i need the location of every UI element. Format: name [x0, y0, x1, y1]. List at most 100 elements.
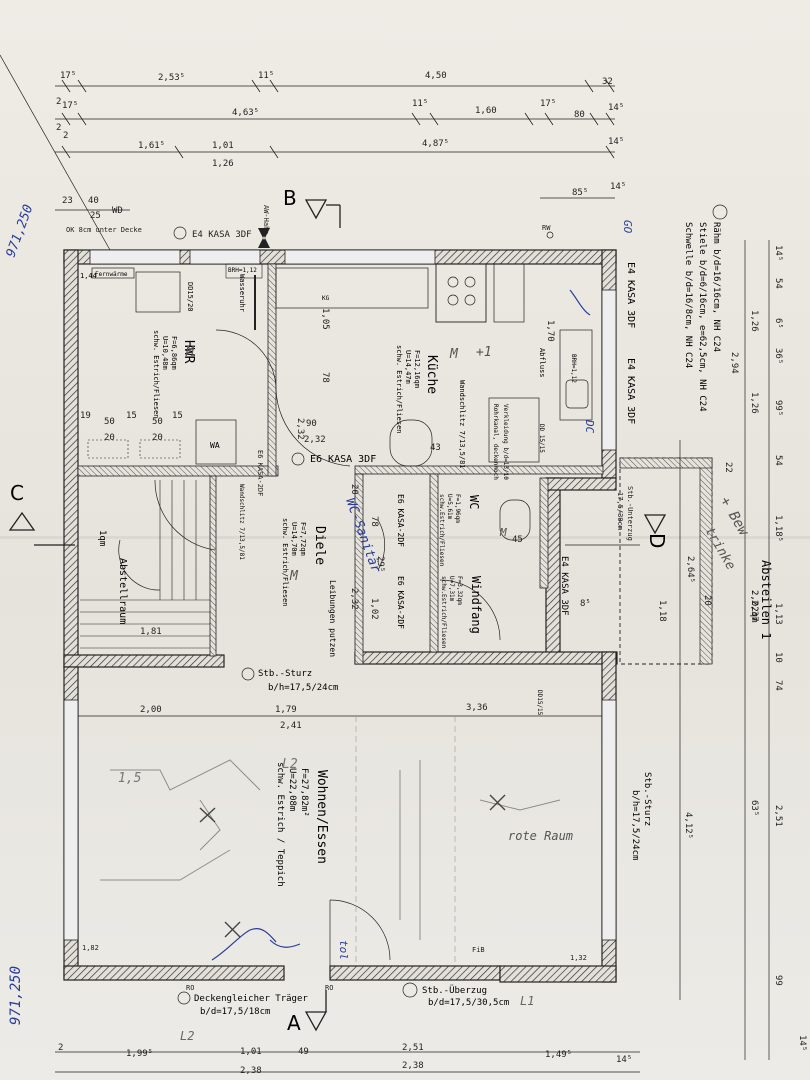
- pencil-note: rote Raum: [508, 829, 573, 843]
- section-marker-b: B AW-Hahn: [258, 186, 341, 248]
- pencil-note: M: [289, 569, 299, 584]
- bottom-structural-notes: Deckengleicher Träger b/d=17,5/18cm Stb.…: [177, 667, 509, 1017]
- dd-label: DD15/20: [186, 282, 194, 312]
- dim-label: 14⁵: [608, 137, 624, 147]
- dim-label: 4,50: [425, 71, 447, 81]
- pencil-note: M: [449, 347, 459, 362]
- room-area: F=27,82m²: [299, 768, 309, 817]
- dim-label: 43: [430, 443, 441, 453]
- room-windfang: Windfang F=3,32qm U=7,31m schw.Estrich/F…: [396, 576, 591, 716]
- abstellen-area: 2,02qm: [749, 590, 759, 623]
- dim-label: 1,02: [369, 598, 379, 620]
- dim-label: 2: [56, 123, 61, 133]
- dim-label: 1,01: [240, 1047, 262, 1057]
- note-e30: Stb.-Überzug: [422, 985, 487, 996]
- dim-label: 49: [298, 1047, 309, 1057]
- room-hwr-fixtures: Fernwärme BRH=1,12 DD15/20 Wasseruhr WA …: [80, 263, 263, 465]
- dim-label: 2: [58, 1043, 63, 1053]
- dim-label: 2,51: [773, 805, 783, 827]
- note-kasa-r1: E4 KASA 3DF: [625, 262, 636, 328]
- dim-label: 20: [349, 484, 359, 495]
- room-floor: schw.Estrich/Fliesen: [438, 494, 445, 567]
- abstellen-label: Absteilen 1: [759, 560, 773, 639]
- note-e4-bottom-b: b/d=17,5/18cm: [200, 1007, 270, 1017]
- dim-label: WD: [112, 206, 123, 216]
- dim-label: 54: [773, 455, 783, 466]
- dim-label: 2,32: [295, 418, 305, 440]
- bottom-dimension-labels: 2 1,99⁵ 1,01 49 2,51 1,49⁵ 14⁵ 2,38 2,38: [58, 1043, 632, 1076]
- dim-label: 1,18: [657, 600, 667, 622]
- wandschlitz-label: Wandschlitz 7/13,5/81: [458, 380, 466, 469]
- room-wc: WC F=1,96qm U=5,61m schw.Estrich/Fliesen…: [396, 494, 531, 567]
- dim-label: 1,05: [320, 308, 330, 330]
- room-name: Küche: [424, 355, 439, 394]
- note-ro2: RO: [325, 984, 333, 992]
- dim-label: 29⁵: [375, 556, 385, 572]
- note-e7c: Schwelle b/d=16/8cm, NH C24: [683, 222, 693, 368]
- room-name: Diele: [312, 526, 327, 565]
- room-name: HWR: [181, 340, 196, 364]
- dim-label: 1,99⁵: [126, 1049, 153, 1059]
- note-ok: OK 8cm unter Decke: [66, 226, 142, 234]
- note-kasa-windfang: E4 KASA 3DF: [559, 556, 569, 616]
- dim-label: 14⁵: [797, 1035, 807, 1051]
- note-e3-sturz-b: b/h=17,5/24cm: [268, 683, 338, 693]
- abfluss-label: Abfluss: [538, 348, 546, 378]
- note-rw: RW: [542, 224, 551, 232]
- dim-label: 2,00: [140, 705, 162, 715]
- dim-label: 11⁵: [258, 71, 274, 81]
- ink-note: 971,250: [8, 966, 24, 1025]
- pencil-note: + Bew: [717, 494, 752, 539]
- room-perimeter: U=14,70m: [290, 522, 298, 556]
- section-marker-c: C: [8, 481, 75, 546]
- leibungen-label: Leibungen putzen: [328, 580, 337, 657]
- pencil-note: L1: [520, 994, 534, 1008]
- note-kasa-r2: E4 KASA 3DF: [625, 358, 636, 424]
- room-floor: schw. Estrich/Fliesen: [152, 330, 160, 419]
- pencil-note: +1: [476, 345, 492, 360]
- dim-label: 78: [369, 516, 379, 527]
- dim-label: 1,81: [140, 627, 162, 637]
- room-perimeter: U=10,48m: [161, 336, 169, 370]
- note-kasa-e6a: E6 KASA-2DF: [256, 450, 264, 496]
- wandschlitz2-label: Wandschlitz 7/13,5/81: [238, 484, 245, 560]
- dim-label: 14⁵: [773, 245, 783, 261]
- dim-label: 2: [63, 131, 68, 141]
- dim-label: 1,32: [570, 954, 587, 962]
- dim-label: 1,44: [80, 272, 97, 280]
- note-kasa-e6: E6 KASA 3DF: [310, 454, 376, 465]
- note-e30b: b/d=17,5/30,5cm: [428, 998, 509, 1008]
- dim-label: 8⁵: [580, 599, 591, 609]
- note-kasa-windfang-2df: E6 KASA-2DF: [396, 576, 405, 629]
- dim-label: 1,82: [82, 944, 99, 952]
- dim-label: 4,12⁵: [683, 812, 693, 839]
- verkleidung-label: Verkleidung b/d=13/10: [502, 404, 509, 480]
- dim-label: 2,51: [402, 1043, 424, 1053]
- room-name: Wohnen/Essen: [314, 770, 329, 864]
- room-hwr-labels: HWR F=6,86qm U=10,48m schw. Estrich/Flie…: [80, 330, 264, 496]
- note-sturz-rb: b/h=17,5/24cm: [630, 790, 640, 860]
- dim-label: 63⁵: [749, 800, 759, 816]
- dim-label: 25: [90, 211, 101, 221]
- note-sturz-r: Stb.-Sturz: [642, 772, 652, 826]
- dim-label: 1,70: [545, 320, 555, 342]
- dim-label: 1,01: [212, 141, 234, 151]
- dim-label: 2,53⁵: [158, 73, 185, 83]
- dim-label: 17⁵: [540, 99, 556, 109]
- note-fib: FiB: [472, 946, 485, 954]
- brh2-label: BRH=1,12: [570, 354, 577, 383]
- note-e3-sturz: Stb.-Sturz: [258, 669, 312, 679]
- dim-label: 6⁵: [773, 318, 783, 329]
- dim-label: 90: [306, 419, 317, 429]
- room-perimeter: U=7,31m: [448, 576, 455, 602]
- dim-label: 17⁵: [62, 101, 78, 111]
- dim-label: 36⁵: [773, 348, 783, 364]
- dim-label: 20: [152, 433, 163, 443]
- note-ro1: RO: [186, 984, 194, 992]
- top-dimension-labels: 17⁵ 2,53⁵ 11⁵ 4,50 32 2 17⁵ 4,63⁵ 11⁵ 1,…: [56, 71, 626, 221]
- room-area: F=12,16qm: [413, 350, 421, 388]
- dim-label: 99⁵: [773, 400, 783, 416]
- dim-label: 1,79: [275, 705, 297, 715]
